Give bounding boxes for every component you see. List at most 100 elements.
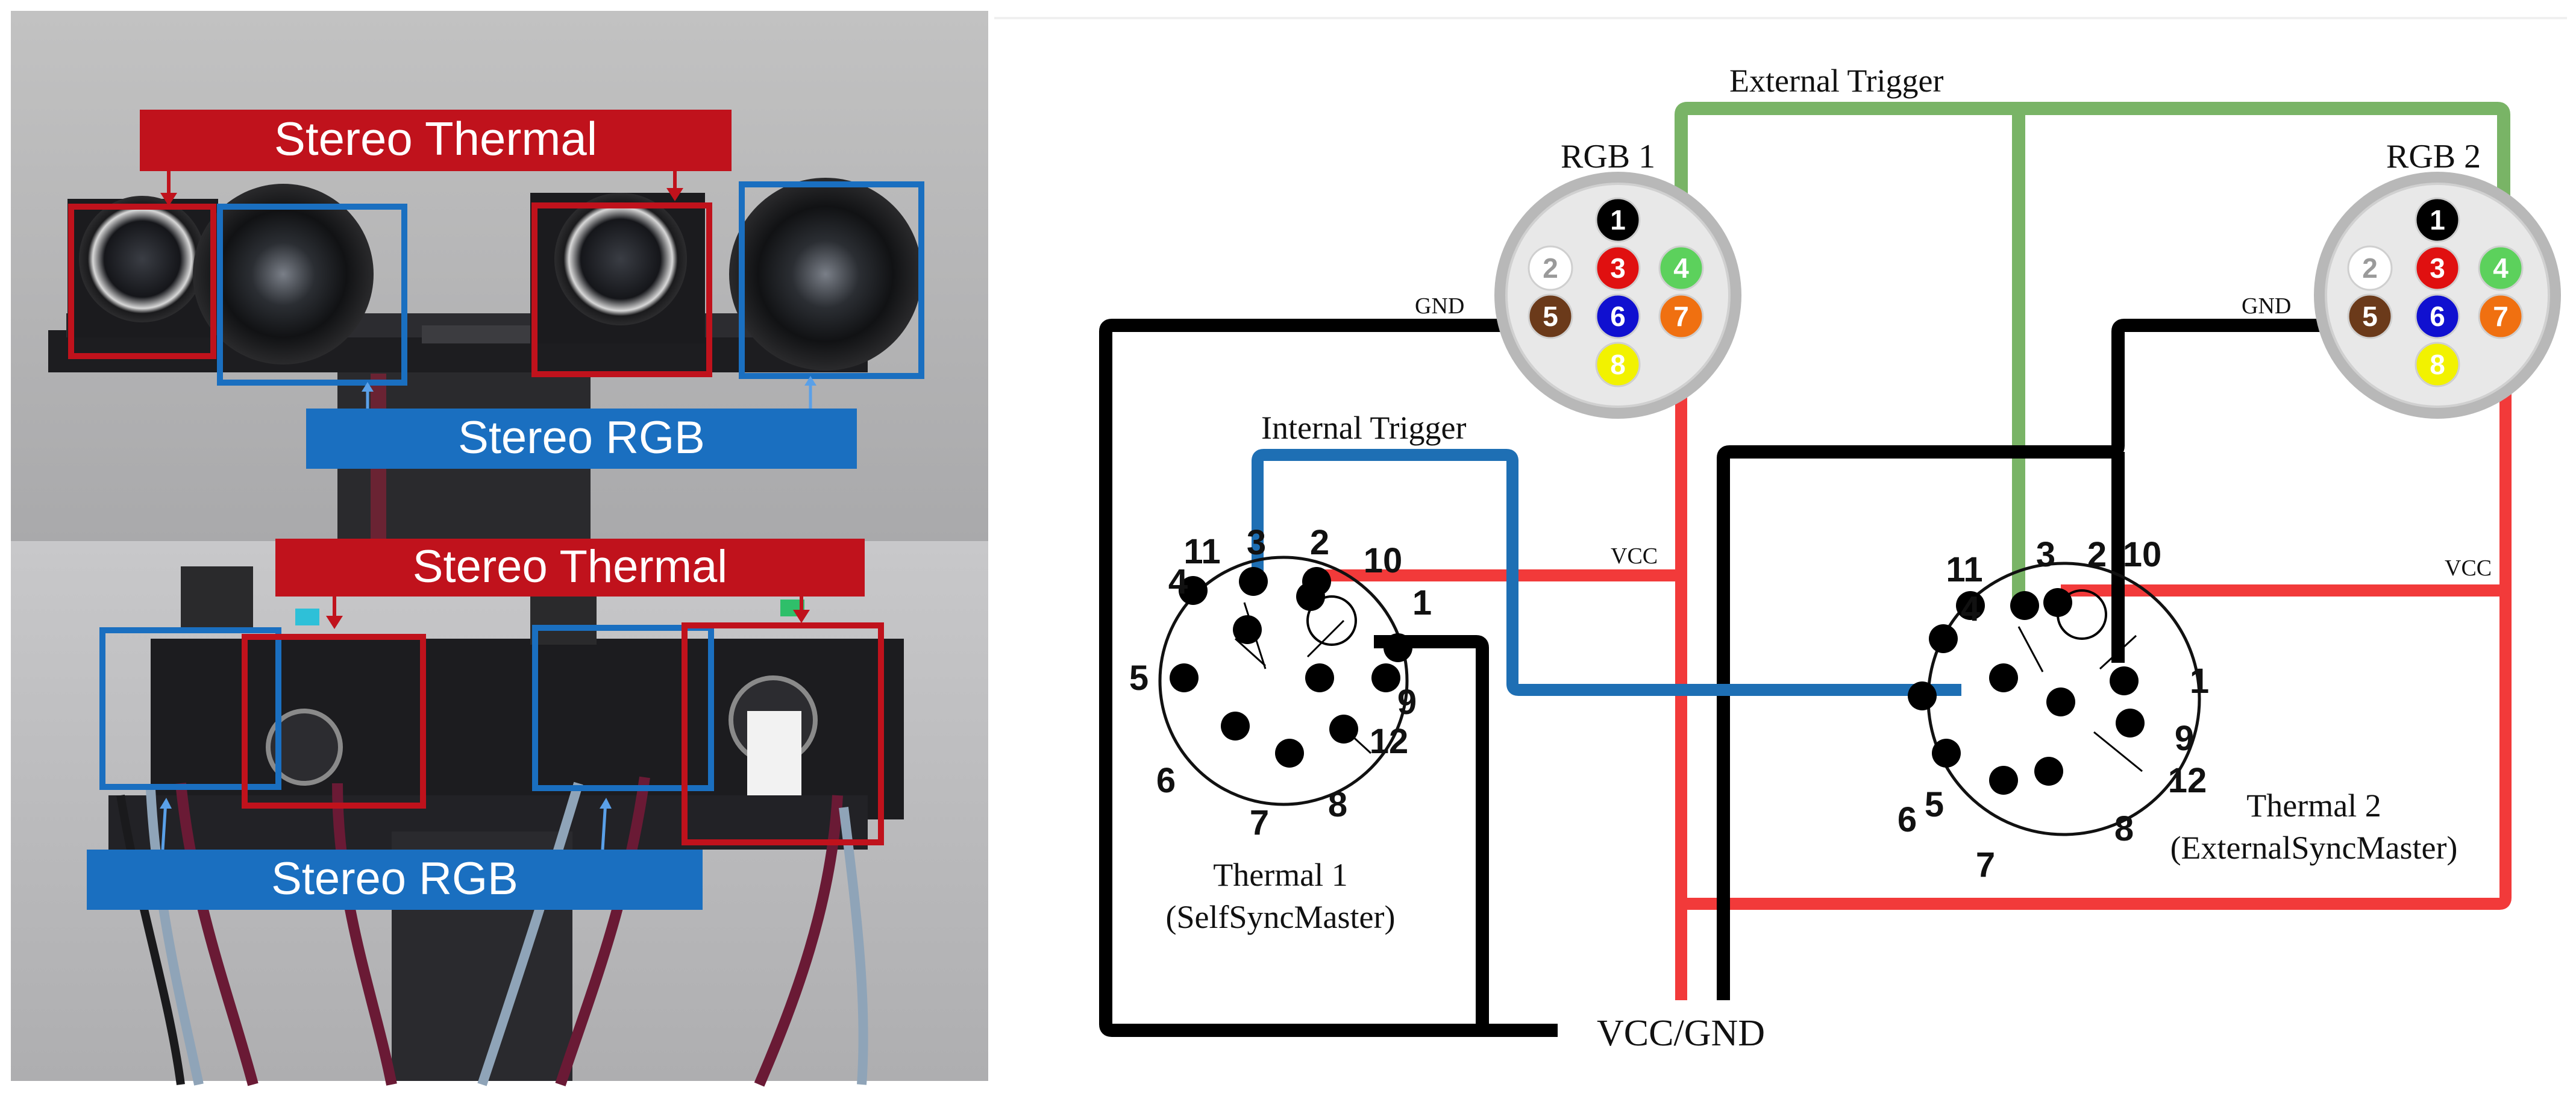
arrow-up-icon xyxy=(160,798,172,809)
thermal-pin-3 xyxy=(1239,567,1268,596)
thermal-box xyxy=(242,634,426,809)
thermal-pin-label: 8 xyxy=(2114,809,2134,848)
thermal-pin-12 xyxy=(1305,663,1334,692)
rgb-pin-label: 4 xyxy=(1673,252,1689,284)
thermal-pin-5 xyxy=(1908,681,1937,710)
photo-panel: Stereo Thermal Stereo RGB xyxy=(11,11,988,1087)
thermal-pin-1 xyxy=(1384,633,1412,662)
gnd-wire xyxy=(1099,319,2367,1037)
thermal-pin-3 xyxy=(1956,591,1985,620)
thermal-pin-label: 10 xyxy=(2123,535,2162,574)
arrow-down-icon xyxy=(793,610,810,623)
arrow-down-icon xyxy=(326,616,343,629)
thermal-pin-9 xyxy=(2116,709,2145,738)
thermal-pin-label: 12 xyxy=(2168,761,2207,800)
rgb-pin-3: 3 xyxy=(1595,245,1641,291)
stereo-thermal-label: Stereo Thermal xyxy=(274,112,597,165)
rgb-pin-label: 5 xyxy=(2362,301,2378,332)
thermal-pin-label: 11 xyxy=(1946,550,1982,589)
rgb-pin-label: 3 xyxy=(1610,252,1626,284)
thermal-box xyxy=(682,622,884,845)
thermal-pin-label: 6 xyxy=(1156,761,1176,800)
stereo-rgb-label: Stereo RGB xyxy=(458,412,705,463)
thermal-pin-label: 4 xyxy=(1961,589,1980,628)
thermal-lens-icon xyxy=(554,193,687,325)
thermal-pin-7 xyxy=(1275,739,1304,768)
thermal-pin-label: 3 xyxy=(1247,523,1266,562)
thermal-pin-label: 9 xyxy=(1397,683,1417,722)
arrow-up-icon xyxy=(600,798,612,809)
thermal-box xyxy=(68,204,216,359)
thermal-pin-5 xyxy=(1170,663,1199,692)
thermal-pin-10 xyxy=(2043,588,2072,617)
vcc-wire xyxy=(1308,325,2512,1000)
thermal-pin-1 xyxy=(2110,666,2139,695)
thermal-pin-label: 2 xyxy=(2087,535,2107,574)
arrow-up-icon xyxy=(804,376,816,386)
rgb-pin-6: 6 xyxy=(1595,293,1641,339)
rgb1-connector: 1 2 3 4 5 6 7 8 xyxy=(1494,172,1741,419)
rgb-pin-1: 1 xyxy=(2415,197,2460,243)
rgb-pin-5: 5 xyxy=(2347,293,2393,339)
stereo-rgb-banner xyxy=(87,850,703,910)
power-label: VCC/GND xyxy=(1597,1013,1765,1054)
vcc-left-label: VCC xyxy=(1611,543,1658,569)
thermal-pin-label: 12 xyxy=(1370,722,1409,761)
thermal1-mode: (SelfSyncMaster) xyxy=(1166,899,1396,935)
thermal-pin-label: 1 xyxy=(2190,662,2209,701)
stereo-thermal-banner xyxy=(275,539,865,597)
arrow-up-icon xyxy=(362,382,374,392)
rgb-pin-label: 4 xyxy=(2493,252,2509,284)
rgb-pin-8: 8 xyxy=(1595,342,1641,387)
rgb-lens-icon xyxy=(193,184,374,365)
rgb-pin-8: 8 xyxy=(2415,342,2460,387)
thermal-pin-7 xyxy=(1989,766,2018,795)
rgb-pin-label: 8 xyxy=(2430,349,2445,380)
rgb-pin-label: 7 xyxy=(1673,301,1689,332)
stereo-rgb-label: Stereo RGB xyxy=(271,853,518,904)
rgb-pin-label: 7 xyxy=(2493,301,2509,332)
thermal-pin-label: 10 xyxy=(1364,541,1403,580)
vcc-right-label: VCC xyxy=(2445,556,2492,581)
stereo-rgb-banner xyxy=(306,409,857,469)
rgb-pin-4: 4 xyxy=(1658,245,1704,291)
rgb-pin-2: 2 xyxy=(1528,245,1573,291)
thermal-pin-12 xyxy=(2046,687,2075,716)
internal-trigger-wire xyxy=(1252,449,1961,696)
thermal-lens-icon xyxy=(79,196,205,322)
thermal-pin-8 xyxy=(2034,757,2063,786)
rgb-box xyxy=(532,625,714,791)
rgb-pin-4: 4 xyxy=(2478,245,2524,291)
external-trigger-wire xyxy=(1675,102,2510,609)
rgb-pin-2: 2 xyxy=(2347,245,2393,291)
stereo-thermal-banner xyxy=(140,110,732,171)
stereo-thermal-label: Stereo Thermal xyxy=(413,541,727,592)
rgb-pin-7: 7 xyxy=(1658,293,1704,339)
rgb-pin-1: 1 xyxy=(1595,197,1641,243)
thermal1-name: Thermal 1 xyxy=(1213,857,1347,893)
thermal-pin-2 xyxy=(2010,591,2039,620)
rgb-box xyxy=(99,627,281,790)
gnd-right-label: GND xyxy=(2242,293,2291,319)
rgb-pin-label: 1 xyxy=(1610,204,1626,236)
rgb-box xyxy=(217,204,407,386)
thermal-pin-label: 5 xyxy=(1129,659,1149,698)
thermal2-mode: (ExternalSyncMaster) xyxy=(2170,830,2458,866)
rgb-pin-6: 6 xyxy=(2415,293,2460,339)
rgb1-label: RGB 1 xyxy=(1561,138,1655,175)
internal-trigger-label: Internal Trigger xyxy=(1261,410,1466,446)
thermal-pin-11 xyxy=(1989,663,2018,692)
rgb-pin-3: 3 xyxy=(2415,245,2460,291)
thermal-pin-4 xyxy=(1929,624,1958,653)
rgb-pin-label: 6 xyxy=(2430,301,2445,332)
thermal-pin-6 xyxy=(1221,712,1250,741)
thermal-pin-label: 9 xyxy=(2175,719,2194,758)
rgb-pin-label: 5 xyxy=(1543,301,1558,332)
thermal-pin-label: 4 xyxy=(1168,562,1188,601)
rgb-pin-label: 8 xyxy=(1610,349,1626,380)
